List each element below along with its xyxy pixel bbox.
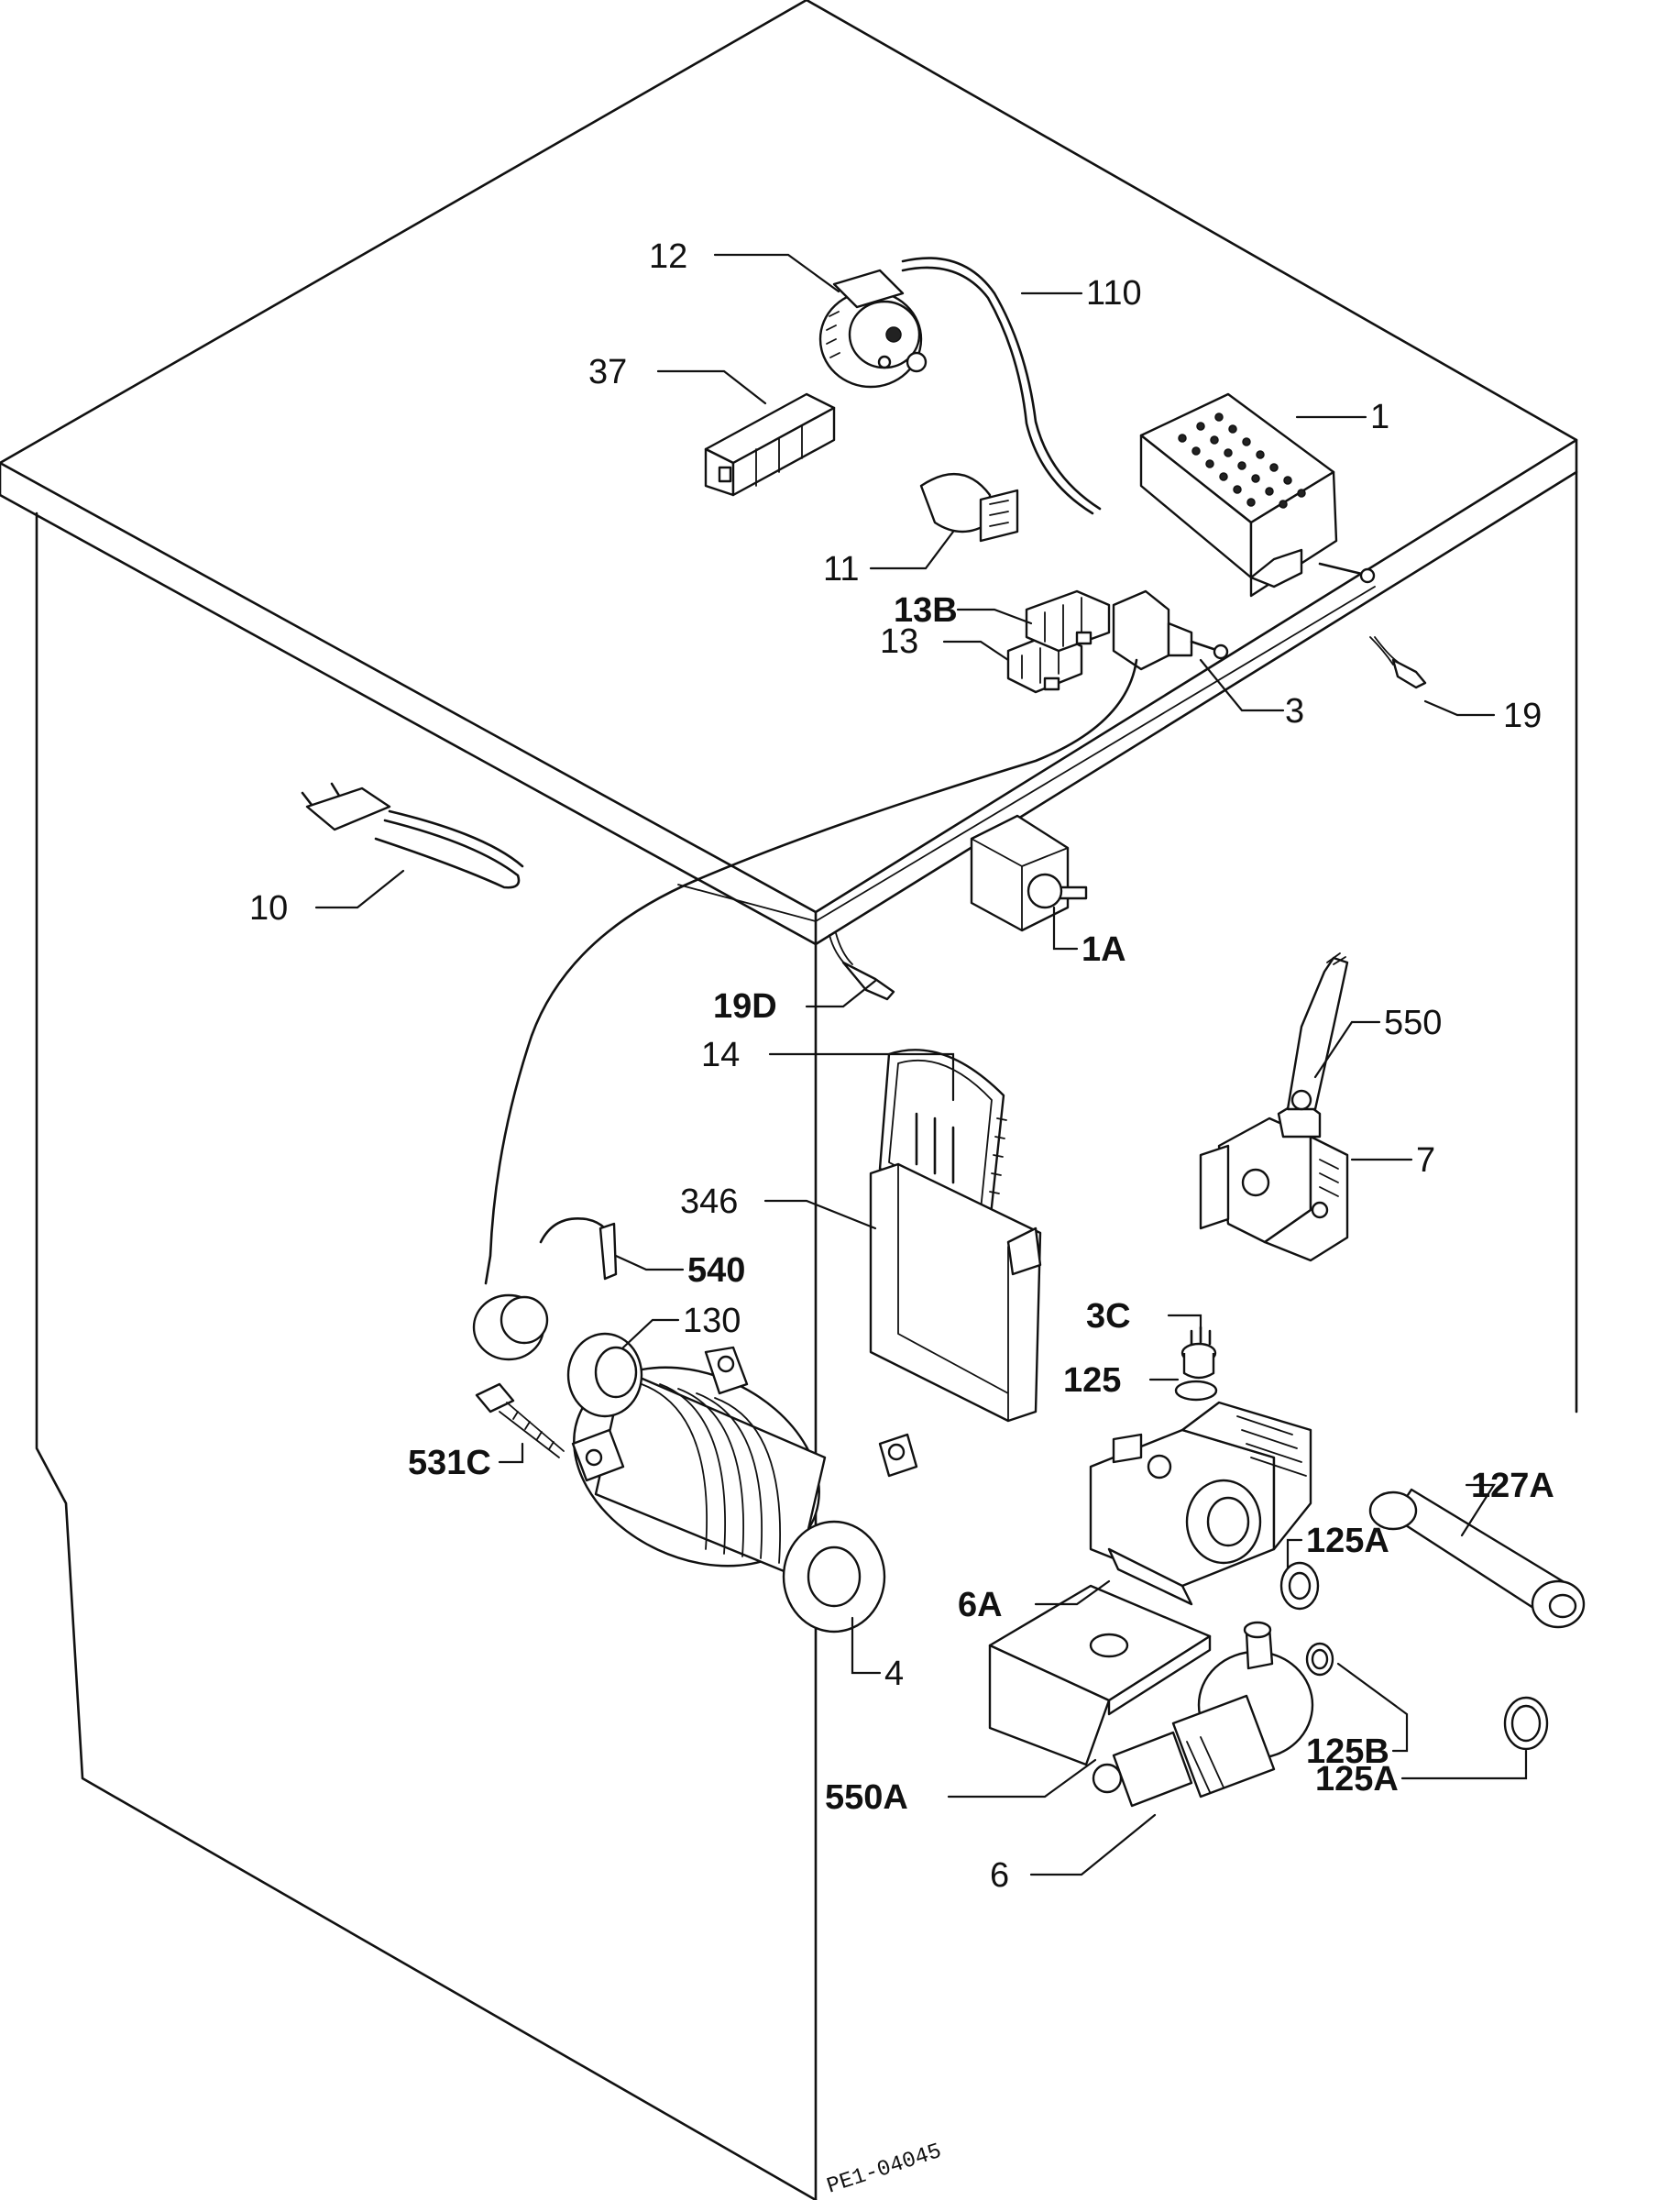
callout-3c: 3C (1086, 1297, 1131, 1336)
callout-12: 12 (649, 237, 687, 276)
sensor-part-3c (1180, 1326, 1217, 1380)
seal-part-125 (1174, 1380, 1218, 1402)
callout-37: 37 (588, 353, 627, 391)
callout-1: 1 (1370, 398, 1389, 436)
switch-part-1a (970, 814, 1088, 932)
callout-11: 11 (823, 550, 859, 588)
seal-part-125a-lower (1503, 1696, 1549, 1751)
callout-130: 130 (683, 1302, 741, 1340)
valve-part-7 (1199, 1098, 1349, 1262)
callout-531c: 531C (408, 1444, 491, 1482)
callout-13: 13 (880, 622, 918, 661)
callout-1a: 1A (1082, 930, 1126, 969)
seal-part-125a-upper (1279, 1561, 1320, 1611)
plug-connector (472, 1293, 549, 1361)
seal-part-125b (1305, 1642, 1334, 1677)
callout-10: 10 (249, 889, 288, 928)
callout-3: 3 (1285, 692, 1304, 731)
bracket-part-550a (988, 1584, 1212, 1766)
callout-550a: 550A (825, 1778, 908, 1817)
clip-part-540 (539, 1217, 618, 1281)
callout-346: 346 (680, 1182, 738, 1221)
grommet-part-130 (566, 1332, 643, 1418)
cabinet-inner-edge (677, 586, 1376, 922)
heater-part-10 (301, 782, 524, 889)
dispenser-box-part-346 (869, 1162, 1042, 1423)
callout-13b: 13B (894, 591, 958, 630)
callout-127a: 127A (1471, 1467, 1554, 1505)
callout-125a-lower: 125A (1315, 1760, 1399, 1798)
callout-125: 125 (1063, 1361, 1121, 1400)
callout-110: 110 (1086, 274, 1142, 313)
callout-19d: 19D (713, 987, 777, 1026)
callout-labels: 12 110 1 37 11 13B 13 3 19 10 1A 19D 14 … (249, 237, 1554, 1895)
callout-19: 19 (1503, 697, 1542, 735)
pressure-switch-part-12 (818, 269, 928, 389)
sensor-part-19 (1369, 636, 1427, 689)
connector-part-13b (1025, 589, 1111, 653)
motor-part-4 (571, 1346, 918, 1634)
leader-lines (314, 253, 1528, 1876)
figure-reference-code: PE1-04045 (824, 2140, 945, 2200)
callout-7: 7 (1416, 1141, 1435, 1180)
wiring-harness (484, 658, 1138, 1285)
cabinet-outline (0, 0, 1578, 2200)
callout-125b: 125B (1306, 1732, 1389, 1771)
terminal-block-part-37 (704, 392, 836, 497)
pipe-part-127a (1368, 1488, 1586, 1629)
callout-550: 550 (1384, 1004, 1442, 1042)
sensor-part-19d (829, 932, 895, 1001)
callout-4: 4 (884, 1655, 904, 1693)
callout-14: 14 (701, 1036, 740, 1074)
callout-6a: 6A (958, 1586, 1003, 1624)
callout-125a-upper: 125A (1306, 1522, 1389, 1560)
pump-housing-part-6a (1089, 1401, 1312, 1606)
screw-part-531c (475, 1382, 565, 1458)
timer-part-1 (1139, 392, 1376, 598)
pump-part-6 (1092, 1621, 1314, 1808)
callout-540: 540 (687, 1251, 745, 1290)
cabinet-front-panel (35, 512, 818, 2200)
lever-part-550 (1286, 952, 1349, 1111)
switch-part-3 (1112, 589, 1229, 671)
hose-part-110 (901, 257, 1102, 515)
capacitor-part-11 (919, 473, 1019, 543)
callout-6: 6 (990, 1856, 1009, 1895)
cabinet-top-front-edge (0, 461, 818, 946)
